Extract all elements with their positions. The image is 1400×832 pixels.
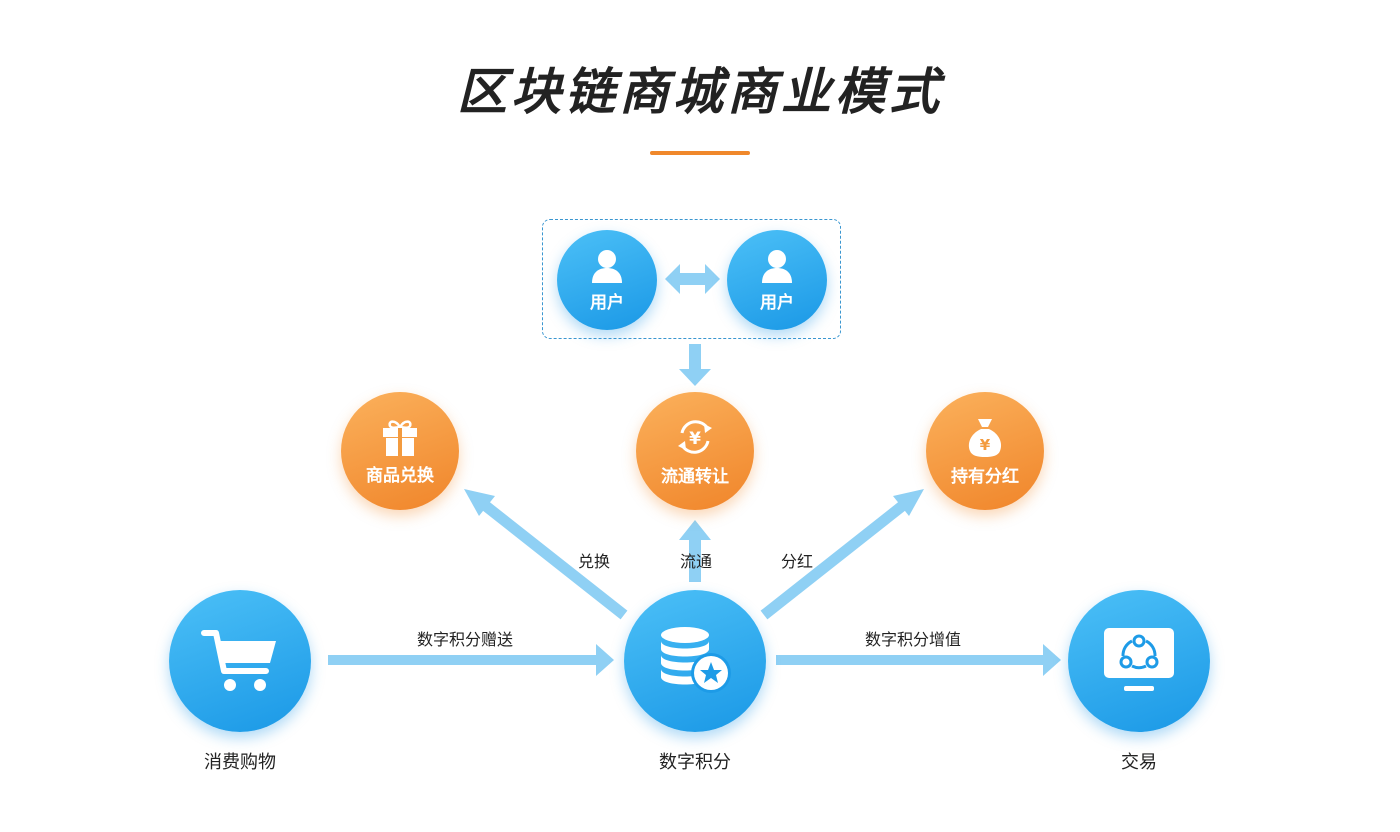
edge-label-points-appreciation: 数字积分增值 bbox=[864, 630, 962, 649]
edge-label-dividend: 分红 bbox=[780, 552, 814, 571]
arrow-points-to-exchange bbox=[464, 489, 628, 620]
svg-text:¥: ¥ bbox=[689, 429, 701, 449]
holding-dividend-label: 持有分红 bbox=[951, 466, 1019, 487]
user-left-label: 用户 bbox=[590, 292, 624, 313]
digital-points-label: 数字积分 bbox=[659, 752, 731, 773]
shopping-cart-icon bbox=[201, 630, 276, 691]
user-exchange-arrow bbox=[665, 264, 720, 294]
shopping-label: 消费购物 bbox=[204, 752, 276, 773]
user-icon bbox=[762, 249, 792, 283]
svg-text:¥: ¥ bbox=[980, 436, 991, 454]
arrow-points-to-dividend bbox=[760, 489, 924, 620]
gift-icon bbox=[383, 419, 417, 456]
yen-cycle-icon: ¥ bbox=[678, 419, 712, 454]
goods-exchange-label: 商品兑换 bbox=[366, 465, 434, 486]
arrow-points-to-transfer bbox=[679, 520, 711, 582]
user-icon bbox=[592, 249, 622, 283]
title-underline bbox=[650, 151, 750, 155]
money-bag-icon: ¥ bbox=[968, 418, 1002, 457]
user-node-right[interactable]: 用户 bbox=[727, 230, 827, 330]
holding-dividend-node[interactable]: ¥ 持有分红 bbox=[926, 392, 1044, 510]
user-group-box bbox=[542, 219, 841, 339]
database-star-icon bbox=[661, 627, 731, 693]
circulation-transfer-node[interactable]: ¥ 流通转让 bbox=[636, 392, 754, 510]
edge-label-points-gift: 数字积分赠送 bbox=[416, 630, 514, 649]
arrow-users-to-transfer bbox=[679, 344, 711, 386]
arrow-shopping-to-points bbox=[328, 644, 614, 676]
digital-points-node[interactable] bbox=[624, 590, 766, 732]
arrow-points-to-trade bbox=[776, 644, 1061, 676]
monitor-share-icon bbox=[1104, 628, 1174, 691]
trade-node[interactable] bbox=[1068, 590, 1210, 732]
user-node-left[interactable]: 用户 bbox=[557, 230, 657, 330]
circulation-transfer-label: 流通转让 bbox=[661, 466, 729, 487]
page-title: 区块链商城商业模式 bbox=[457, 63, 943, 121]
edge-label-exchange: 兑换 bbox=[577, 552, 611, 571]
goods-exchange-node[interactable]: 商品兑换 bbox=[341, 392, 459, 510]
edge-label-circulate: 流通 bbox=[679, 552, 713, 571]
trade-label: 交易 bbox=[1121, 752, 1157, 773]
user-right-label: 用户 bbox=[760, 292, 794, 313]
shopping-node[interactable] bbox=[169, 590, 311, 732]
